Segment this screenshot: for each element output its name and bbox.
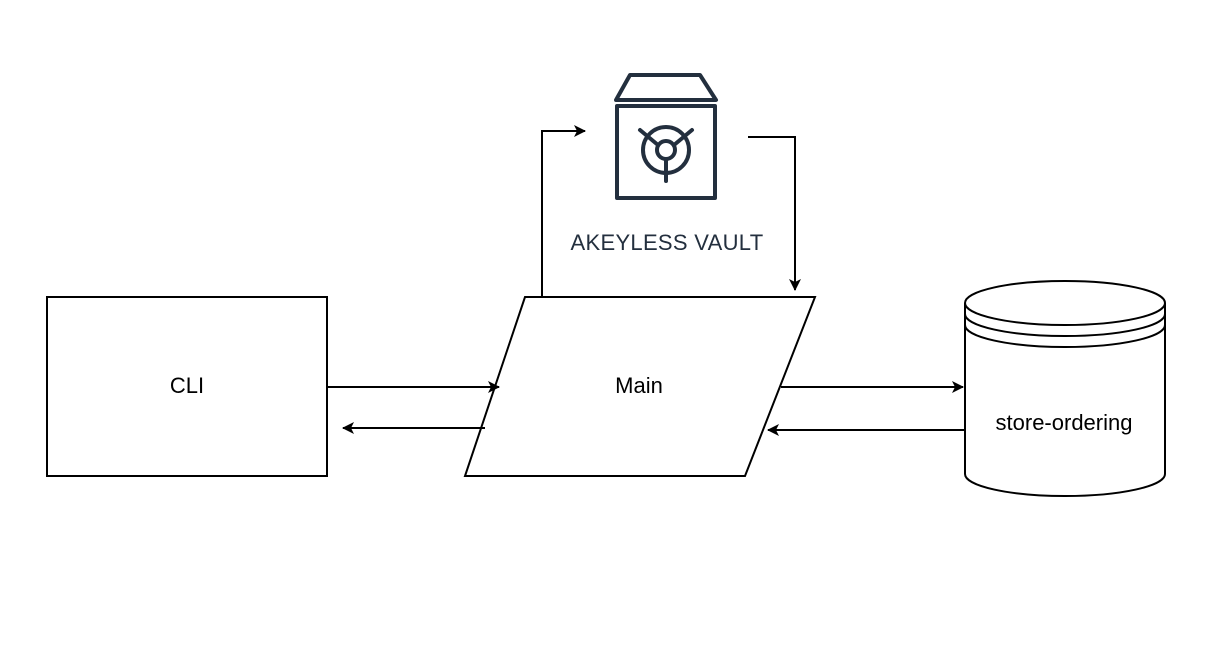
- store-node: store-ordering: [964, 280, 1166, 497]
- vault-node: AKEYLESS VAULT: [571, 73, 764, 255]
- vault-safe-icon: [614, 73, 718, 200]
- store-cylinder-body: [964, 280, 1166, 497]
- main-node: Main: [463, 296, 817, 477]
- cli-node: CLI: [46, 296, 328, 477]
- main-parallelogram: [463, 296, 817, 477]
- edge-main-to-vault: [541, 125, 586, 296]
- main-label: Main: [615, 373, 663, 398]
- vault-label: AKEYLESS VAULT: [571, 230, 764, 255]
- store-cylinder-rim-3: [964, 324, 1166, 348]
- edge-vault-to-main: [748, 136, 801, 291]
- cli-label: CLI: [170, 373, 204, 398]
- store-cylinder-rim-1: [964, 302, 1166, 326]
- store-cylinder-rim-2: [964, 313, 1166, 337]
- store-label: store-ordering: [996, 410, 1133, 435]
- cli-box: [46, 296, 328, 477]
